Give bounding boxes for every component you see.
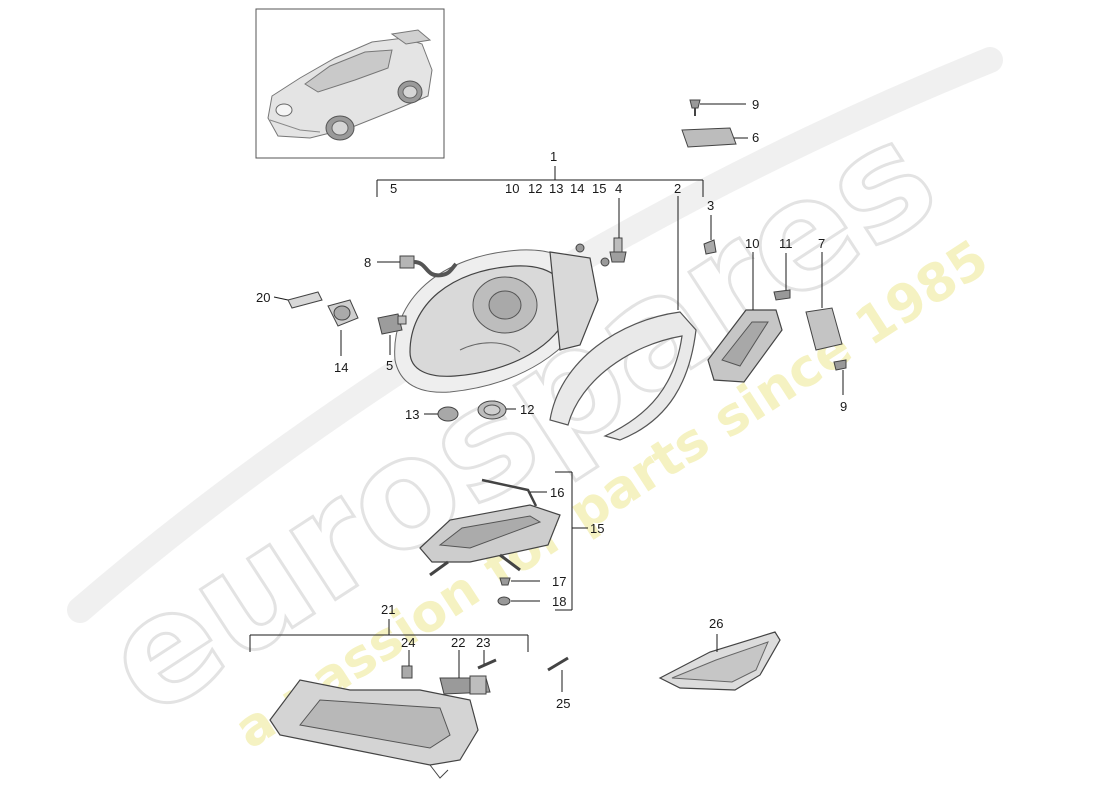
leveling-unit-15 — [419, 504, 561, 577]
socket-22 — [439, 650, 491, 695]
module-6 — [681, 127, 748, 148]
callout-1: 1 — [550, 149, 557, 164]
callout-11: 11 — [779, 236, 793, 251]
bulb-24 — [401, 650, 413, 679]
bulb-socket-5 — [377, 313, 407, 355]
bracket-15 — [555, 471, 588, 611]
callout-15-top: 15 — [592, 181, 606, 196]
callout-16: 16 — [550, 485, 564, 500]
callout-2: 2 — [674, 181, 681, 196]
callout-9-lower: 9 — [840, 399, 847, 414]
callout-13: 13 — [405, 407, 419, 422]
light-strip-2 — [549, 196, 697, 441]
callout-21: 21 — [381, 602, 395, 617]
callout-5-top: 5 — [390, 181, 397, 196]
callout-4: 4 — [615, 181, 622, 196]
callout-7: 7 — [818, 236, 825, 251]
callout-13-top: 13 — [549, 181, 563, 196]
callout-9-top: 9 — [752, 97, 759, 112]
connector-8 — [377, 255, 458, 278]
module-7 — [805, 252, 843, 351]
callout-12-top: 12 — [528, 181, 542, 196]
control-unit-10 — [707, 252, 783, 383]
callout-10: 10 — [745, 236, 759, 251]
screw-23 — [477, 650, 497, 670]
screw-9-top — [689, 99, 746, 116]
screw-11 — [773, 253, 791, 301]
callout-3: 3 — [707, 198, 714, 213]
nut-18 — [497, 596, 540, 606]
callout-26: 26 — [709, 616, 723, 631]
watermark-brand: eurospares — [75, 88, 965, 750]
callout-18: 18 — [552, 594, 566, 609]
screw-9-lower — [833, 359, 847, 395]
callout-10-top: 10 — [505, 181, 519, 196]
callout-15: 15 — [590, 521, 604, 536]
callout-labels: 1 5 10 12 13 14 15 4 2 3 9 6 8 20 14 5 1… — [256, 97, 847, 711]
vehicle-thumbnail — [255, 8, 445, 159]
callout-14: 14 — [334, 360, 348, 375]
callout-17: 17 — [552, 574, 566, 589]
screw-17 — [499, 577, 540, 586]
callout-20: 20 — [256, 290, 270, 305]
clip-3 — [703, 215, 717, 255]
callout-14-top: 14 — [570, 181, 584, 196]
part-20 — [273, 291, 323, 309]
side-marker-26 — [658, 631, 781, 691]
callout-8: 8 — [364, 255, 371, 270]
callout-25: 25 — [556, 696, 570, 711]
callout-22: 22 — [451, 635, 465, 650]
lower-light-housing — [269, 679, 479, 779]
callout-23: 23 — [476, 635, 490, 650]
bulb-holder-14 — [327, 299, 359, 356]
group-bracket-21 — [249, 619, 529, 652]
cover-13 — [424, 406, 459, 422]
headlight-housing — [394, 243, 610, 393]
group-bracket-1 — [376, 166, 704, 197]
bulb-4 — [609, 198, 627, 263]
rod-16 — [481, 478, 547, 507]
watermark: eurospares a passion for parts since 198… — [67, 47, 1003, 761]
car-image — [267, 29, 433, 141]
callout-5: 5 — [386, 358, 393, 373]
callout-24: 24 — [401, 635, 415, 650]
callout-6: 6 — [752, 130, 759, 145]
screw-25 — [547, 656, 569, 692]
callout-12: 12 — [520, 402, 534, 417]
cover-12 — [477, 400, 516, 420]
